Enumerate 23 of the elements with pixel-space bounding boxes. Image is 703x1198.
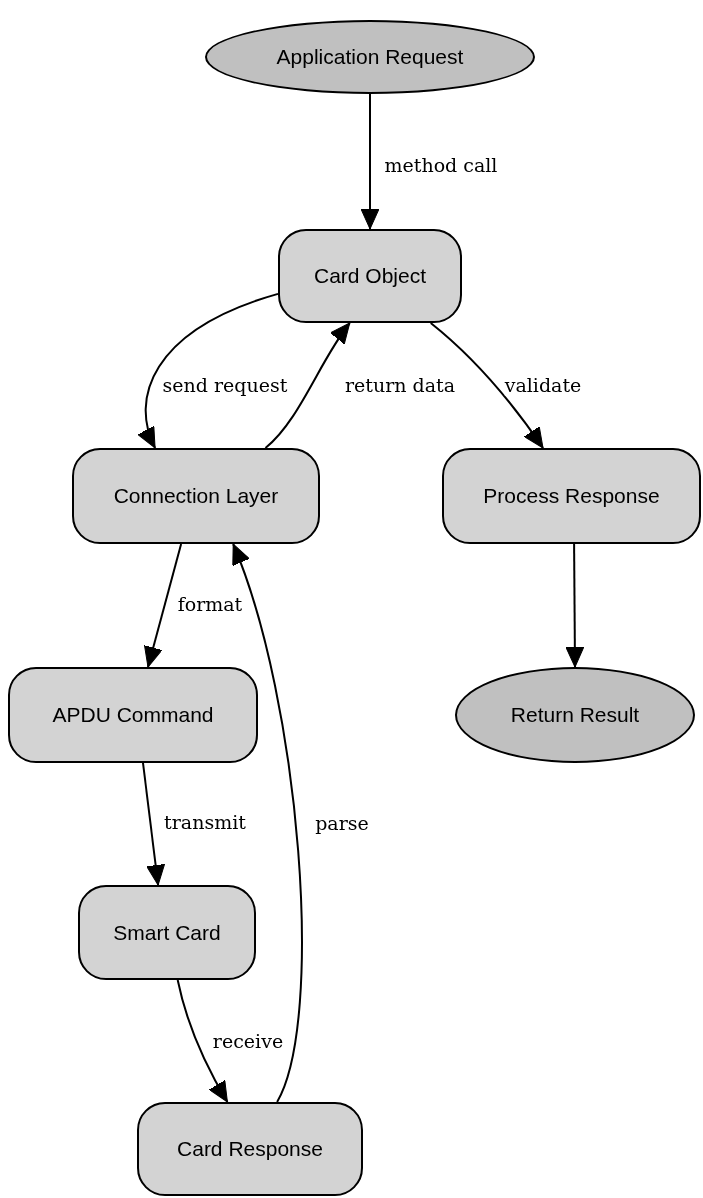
arrow	[565, 543, 585, 668]
process-box	[72, 448, 320, 544]
node-label: Connection Layer	[113, 484, 279, 508]
process-box	[442, 448, 701, 544]
process-box	[78, 885, 256, 980]
arrow	[144, 543, 183, 668]
node-label: Card Response	[177, 1137, 323, 1161]
node-label: Process Response	[483, 484, 660, 508]
node-label: Application Request	[276, 45, 464, 69]
arrow	[142, 762, 166, 886]
node-label: Smart Card	[113, 920, 221, 945]
arrow	[138, 292, 279, 449]
node-label: Return Result	[510, 703, 640, 727]
node-label: Card Object	[313, 264, 426, 288]
arrow	[231, 543, 303, 1103]
node-label: APDU Command	[52, 703, 214, 727]
arrow	[429, 322, 544, 449]
process-box	[137, 1102, 363, 1196]
process-box	[8, 667, 258, 763]
process-box	[278, 229, 462, 323]
arrow	[360, 93, 380, 230]
arrow	[264, 322, 351, 449]
arrow	[176, 979, 229, 1103]
